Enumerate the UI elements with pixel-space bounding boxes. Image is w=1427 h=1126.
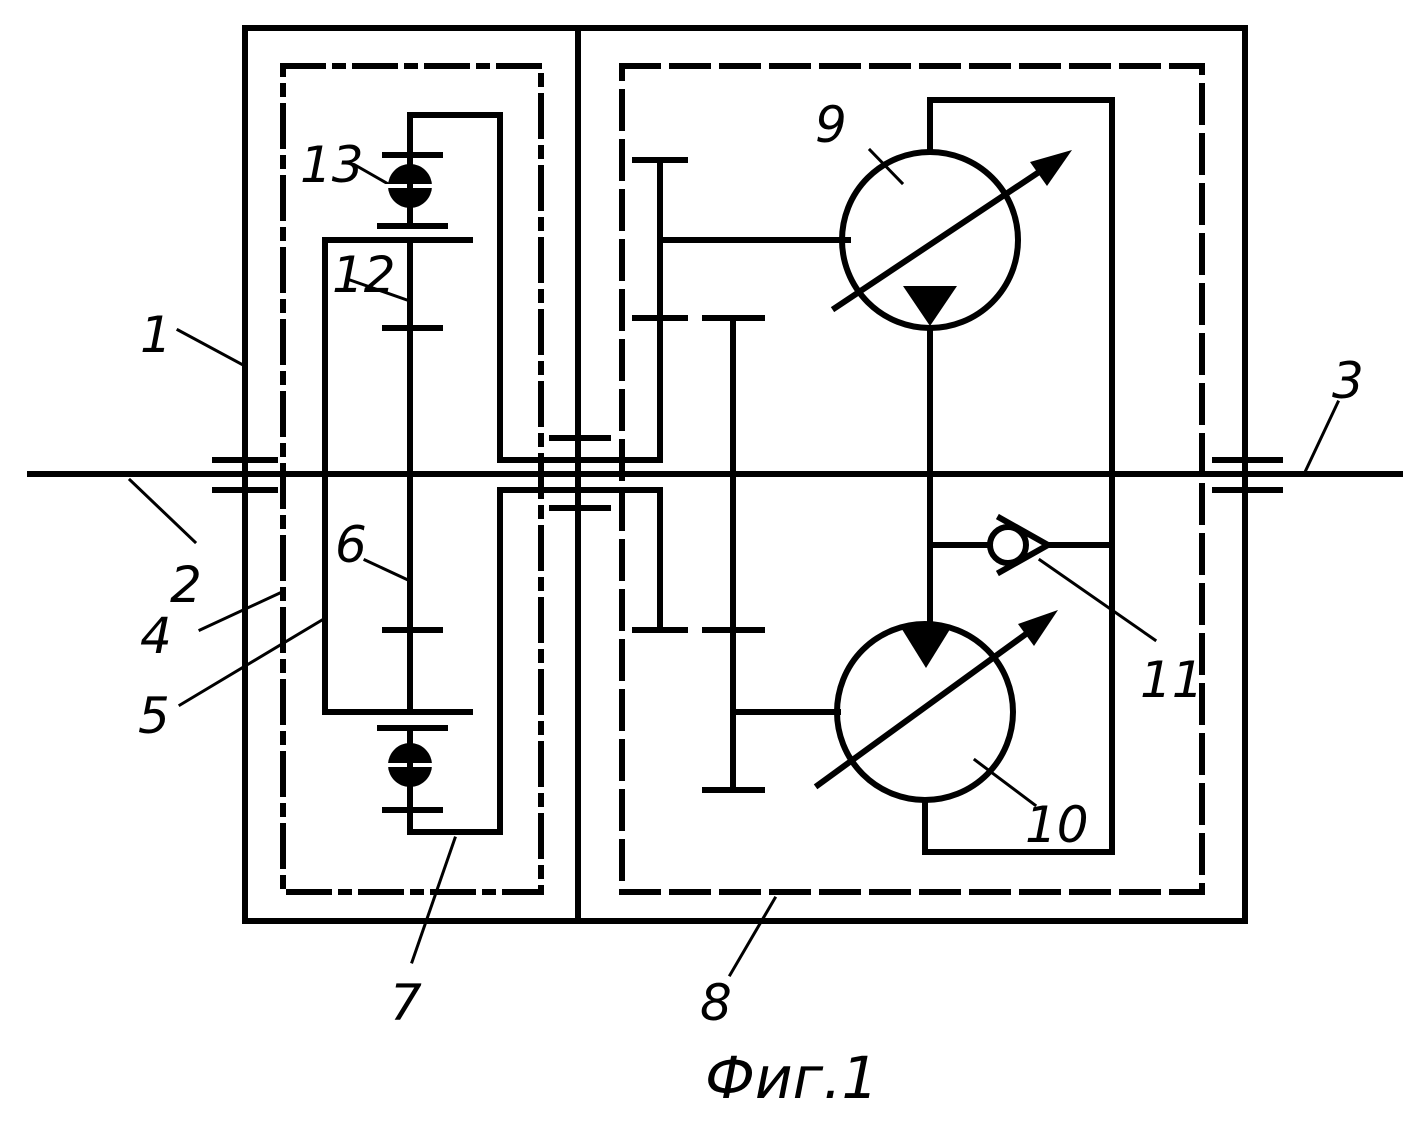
pump-flow-triangle <box>903 286 957 326</box>
motor-arrowhead <box>1018 610 1058 646</box>
label-13: 13 <box>300 136 364 194</box>
drive-gear-shaft <box>625 160 660 460</box>
drive-gear-shaft-lower <box>625 490 660 630</box>
label-11: 11 <box>1140 651 1204 709</box>
label-5: 5 <box>138 687 170 745</box>
label-10: 10 <box>1025 796 1089 854</box>
label-9: 9 <box>815 96 847 154</box>
label-4: 4 <box>140 607 172 665</box>
carrier-lower <box>325 474 470 712</box>
pump-arrowhead <box>1030 150 1072 186</box>
motor-flow-triangle <box>900 626 952 668</box>
label-1: 1 <box>140 306 172 364</box>
label-3: 3 <box>1332 352 1364 410</box>
label-6: 6 <box>335 516 367 574</box>
label-2: 2 <box>170 556 202 614</box>
figure-caption: Фиг.1 <box>705 1044 878 1112</box>
ring-gear-lower <box>410 490 540 832</box>
label-7: 7 <box>390 974 422 1032</box>
ring-gear <box>410 115 540 460</box>
label-8: 8 <box>700 974 732 1032</box>
label-12: 12 <box>332 246 396 304</box>
